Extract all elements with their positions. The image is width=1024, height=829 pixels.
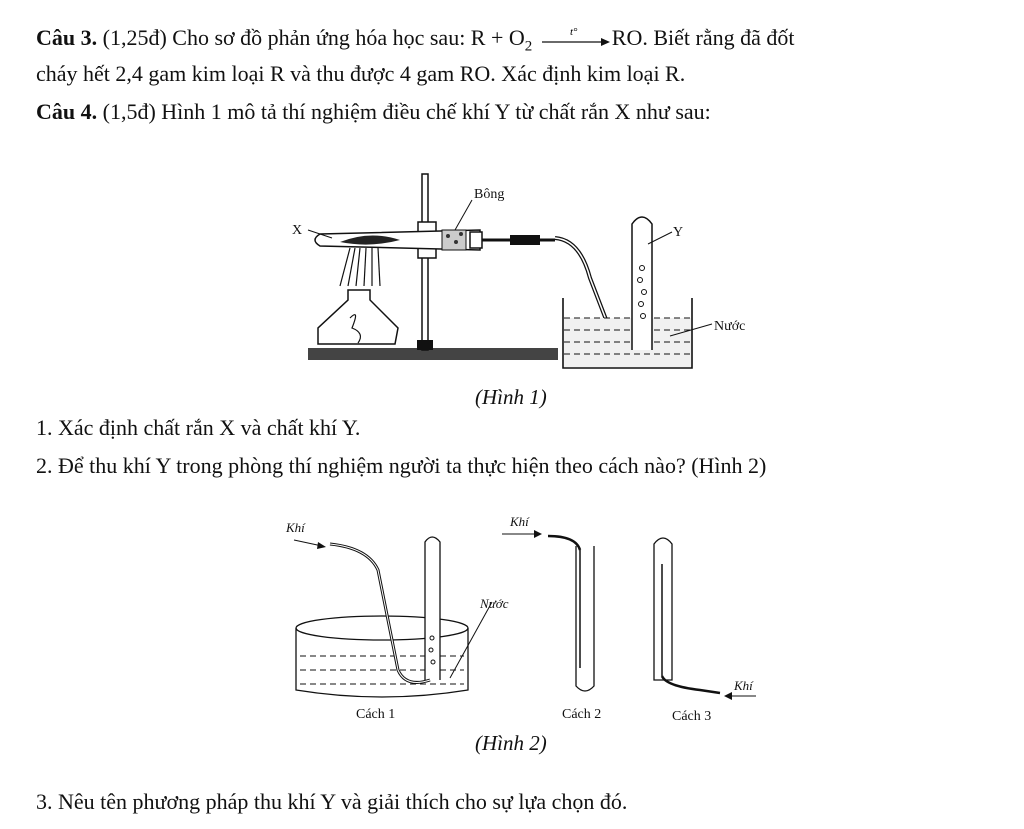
cau3-label: Câu 3. [36,25,98,50]
figure1-apparatus: X Bông Y Nước [292,173,745,369]
cau3-text-b: RO. Biết rằng đã đốt [611,25,795,50]
spirit-lamp [317,289,399,345]
label-nuoc: Nước [714,319,745,334]
cach2-tube [575,546,595,692]
cach1-nuoc-label: Nước [479,596,509,611]
label-bong: Bông [474,187,504,202]
figure2-caption: (Hình 2) [475,731,547,755]
cach3-tube [653,537,673,681]
cau4-line: Câu 4. (1,5đ) Hình 1 mô tả thí nghiệm đi… [36,98,711,126]
label-x: X [292,223,302,238]
water-trough [562,298,693,369]
o2-subscript: 2 [524,38,533,55]
figure1-caption: (Hình 1) [475,385,547,409]
question-3: 3. Nêu tên phương pháp thu khí Y và giải… [36,789,628,814]
rubber-tube [510,235,540,245]
cach3-khi-label: Khí [733,678,754,693]
cach2-khi-label: Khí [509,514,530,529]
cach1-trough [295,628,469,698]
question-1: 1. Xác định chất rắn X và chất khí Y. [36,415,361,440]
cach1-label: Cách 1 [356,707,395,722]
cach1-khi-label: Khí [285,520,306,535]
solid-x [340,235,400,245]
cach1-tube [424,536,441,680]
cau3-line1: Câu 3. (1,25đ) Cho sơ đồ phản ứng hóa họ… [36,24,794,60]
cach2-label: Cách 2 [562,707,601,722]
label-y: Y [673,225,683,240]
cau4-text: Hình 1 mô tả thí nghiệm điều chế khí Y t… [161,99,711,124]
cach3-label: Cách 3 [672,709,711,724]
cau3-points: (1,25đ) [102,25,167,50]
figure2-collection-methods: Khí Nước Cách 1 Khí Cách 2 Khí Cách 3 [285,514,756,724]
question-2: 2. Để thu khí Y trong phòng thí nghiệm n… [36,453,767,478]
reaction-arrow: t° [540,25,610,55]
cau3-line2: cháy hết 2,4 gam kim loại R và thu được … [36,61,686,86]
cau4-label: Câu 4. [36,99,98,124]
cau3-text-a: Cho sơ đồ phản ứng hóa học sau: R + O [172,25,525,50]
stand-base [308,348,558,360]
flame [339,247,381,287]
arrow-condition: t° [570,26,578,38]
collection-tube [631,216,653,350]
cau4-points: (1,5đ) [102,99,156,124]
stand-rod [421,173,429,351]
